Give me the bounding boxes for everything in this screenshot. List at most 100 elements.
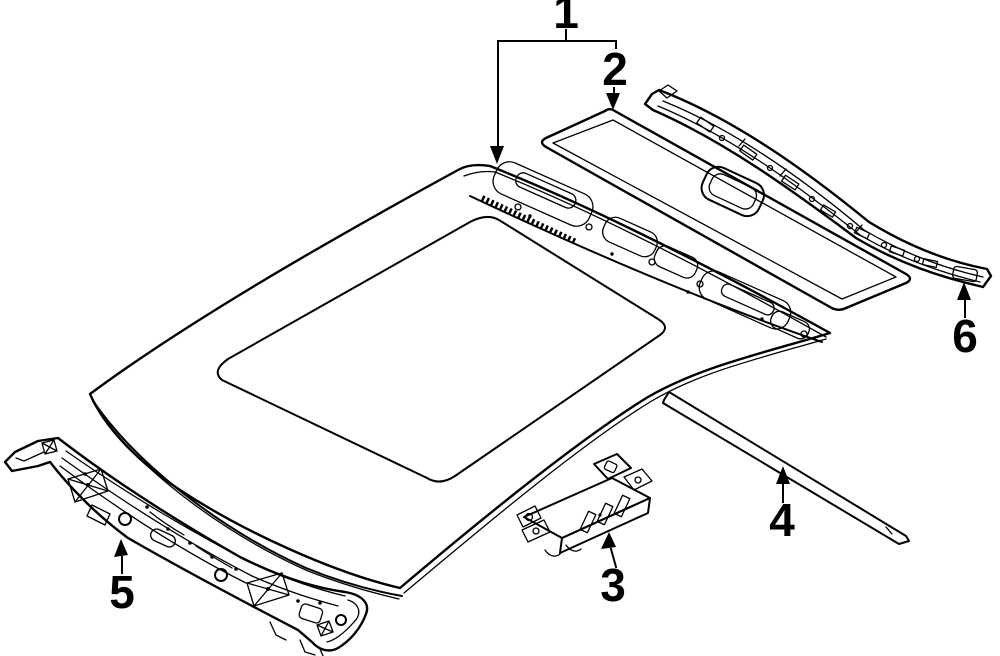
rail-hole [913, 255, 921, 263]
rail-slot [853, 226, 871, 240]
bracket-bottom-bump [565, 544, 582, 552]
bracket-slot [613, 494, 631, 518]
callout-5-arrowhead [114, 539, 128, 557]
callout-1-bracket [497, 29, 617, 149]
rear-detail-hole [585, 223, 593, 231]
rear-detail-hole [514, 203, 522, 211]
rear-detail-blob [769, 310, 811, 340]
bracket-left-foot [521, 519, 551, 543]
rail-tip-flag [658, 84, 678, 99]
weld-dot [318, 601, 322, 605]
header-foot-pocket [298, 603, 324, 624]
roof-molding-strip [662, 391, 910, 545]
weld-dot [210, 555, 214, 559]
bracket-left-foot [516, 505, 542, 528]
x-brace-dot [86, 483, 90, 487]
header-x-brace [246, 572, 290, 607]
weld-dot [686, 290, 690, 294]
weld-dot [83, 472, 87, 476]
weld-dot [188, 541, 192, 545]
rail-hole [766, 164, 774, 172]
rear-detail-pill [720, 283, 775, 316]
weld-dot [760, 317, 764, 321]
header-foot-inner [326, 599, 360, 643]
header-rib [195, 545, 233, 569]
bracket-bottom-bump [544, 549, 561, 557]
bolt-x [316, 620, 334, 637]
roof-right-flange-line [403, 338, 827, 594]
roof-panel [88, 161, 832, 600]
glass-inner-line [552, 119, 897, 300]
roof-outline [88, 163, 832, 590]
rear-detail-loop [492, 161, 594, 227]
callout-5-label: 5 [109, 566, 135, 618]
rail-hole [880, 241, 888, 249]
rail-hole [718, 134, 726, 142]
header-pill [150, 528, 176, 548]
rear-flange-line [463, 170, 827, 338]
callout-6-label: 6 [952, 310, 978, 362]
rear-detail-pill [515, 172, 577, 209]
rear-detail-hole [800, 330, 808, 338]
weld-dot [598, 513, 602, 517]
sunroof-opening [216, 216, 666, 483]
weld-dot [296, 599, 300, 603]
glass-outline [540, 108, 912, 311]
header-inner-line [65, 450, 346, 597]
callout-6-arrowhead [957, 282, 971, 300]
bracket-front-face [559, 497, 651, 554]
reinforcement-bracket [516, 453, 653, 557]
rail-slot [888, 245, 906, 257]
callout-2-label: 2 [602, 43, 628, 95]
header-inner-line [61, 457, 339, 607]
rail-notch [855, 224, 863, 233]
rail-slot [819, 204, 837, 218]
bracket-slot [596, 502, 614, 526]
rear-detail-hole [696, 280, 704, 288]
rail-mid-line [662, 100, 984, 278]
rail-slot [739, 144, 758, 161]
header-outline [3, 436, 369, 652]
rail-slot [781, 174, 800, 191]
callout-1-arrowhead [490, 146, 504, 164]
header-hole [335, 614, 347, 626]
callout-3-arrowhead [601, 532, 616, 549]
rail-notch [738, 138, 746, 147]
rail-notch [779, 168, 787, 177]
molding-outline [662, 391, 910, 545]
weld-dot [610, 252, 614, 256]
sunroof-glass-panel [540, 108, 912, 311]
glass-hand-hole [700, 165, 766, 218]
callout-3: 3 [600, 532, 626, 611]
header-hole [118, 512, 132, 526]
bracket-slot [579, 510, 597, 534]
callout-2-arrowhead [606, 93, 620, 110]
callout-1: 1 [490, 0, 617, 164]
rail-outline [643, 88, 993, 289]
bracket-right-tab [623, 468, 653, 491]
weld-dot [234, 567, 238, 571]
header-bolt-mark [316, 620, 334, 637]
bracket-hole [532, 527, 540, 535]
x-brace-dot [266, 587, 270, 591]
header-hole [214, 568, 228, 582]
header-x-brace [67, 468, 109, 503]
bracket-tab-hole [603, 460, 618, 474]
bolt-x [41, 439, 58, 455]
rail-hole [846, 222, 854, 230]
header-rib [149, 511, 185, 536]
header-bolt-mark [41, 439, 58, 455]
header-left-tab-inner [15, 451, 45, 462]
bracket-top-tab [593, 453, 632, 480]
roof-front-flange-line2 [99, 412, 400, 600]
roof-rear-reinforcement [463, 161, 827, 343]
callout-4-arrowhead [776, 466, 790, 484]
header-bottom-tab [269, 621, 287, 641]
header-bottom-tab [299, 639, 316, 656]
rear-detail-blob [653, 245, 699, 279]
glass-hand-hole-inner [708, 173, 758, 210]
rail-end-foot [951, 265, 979, 283]
callout-3-label: 3 [600, 559, 626, 611]
